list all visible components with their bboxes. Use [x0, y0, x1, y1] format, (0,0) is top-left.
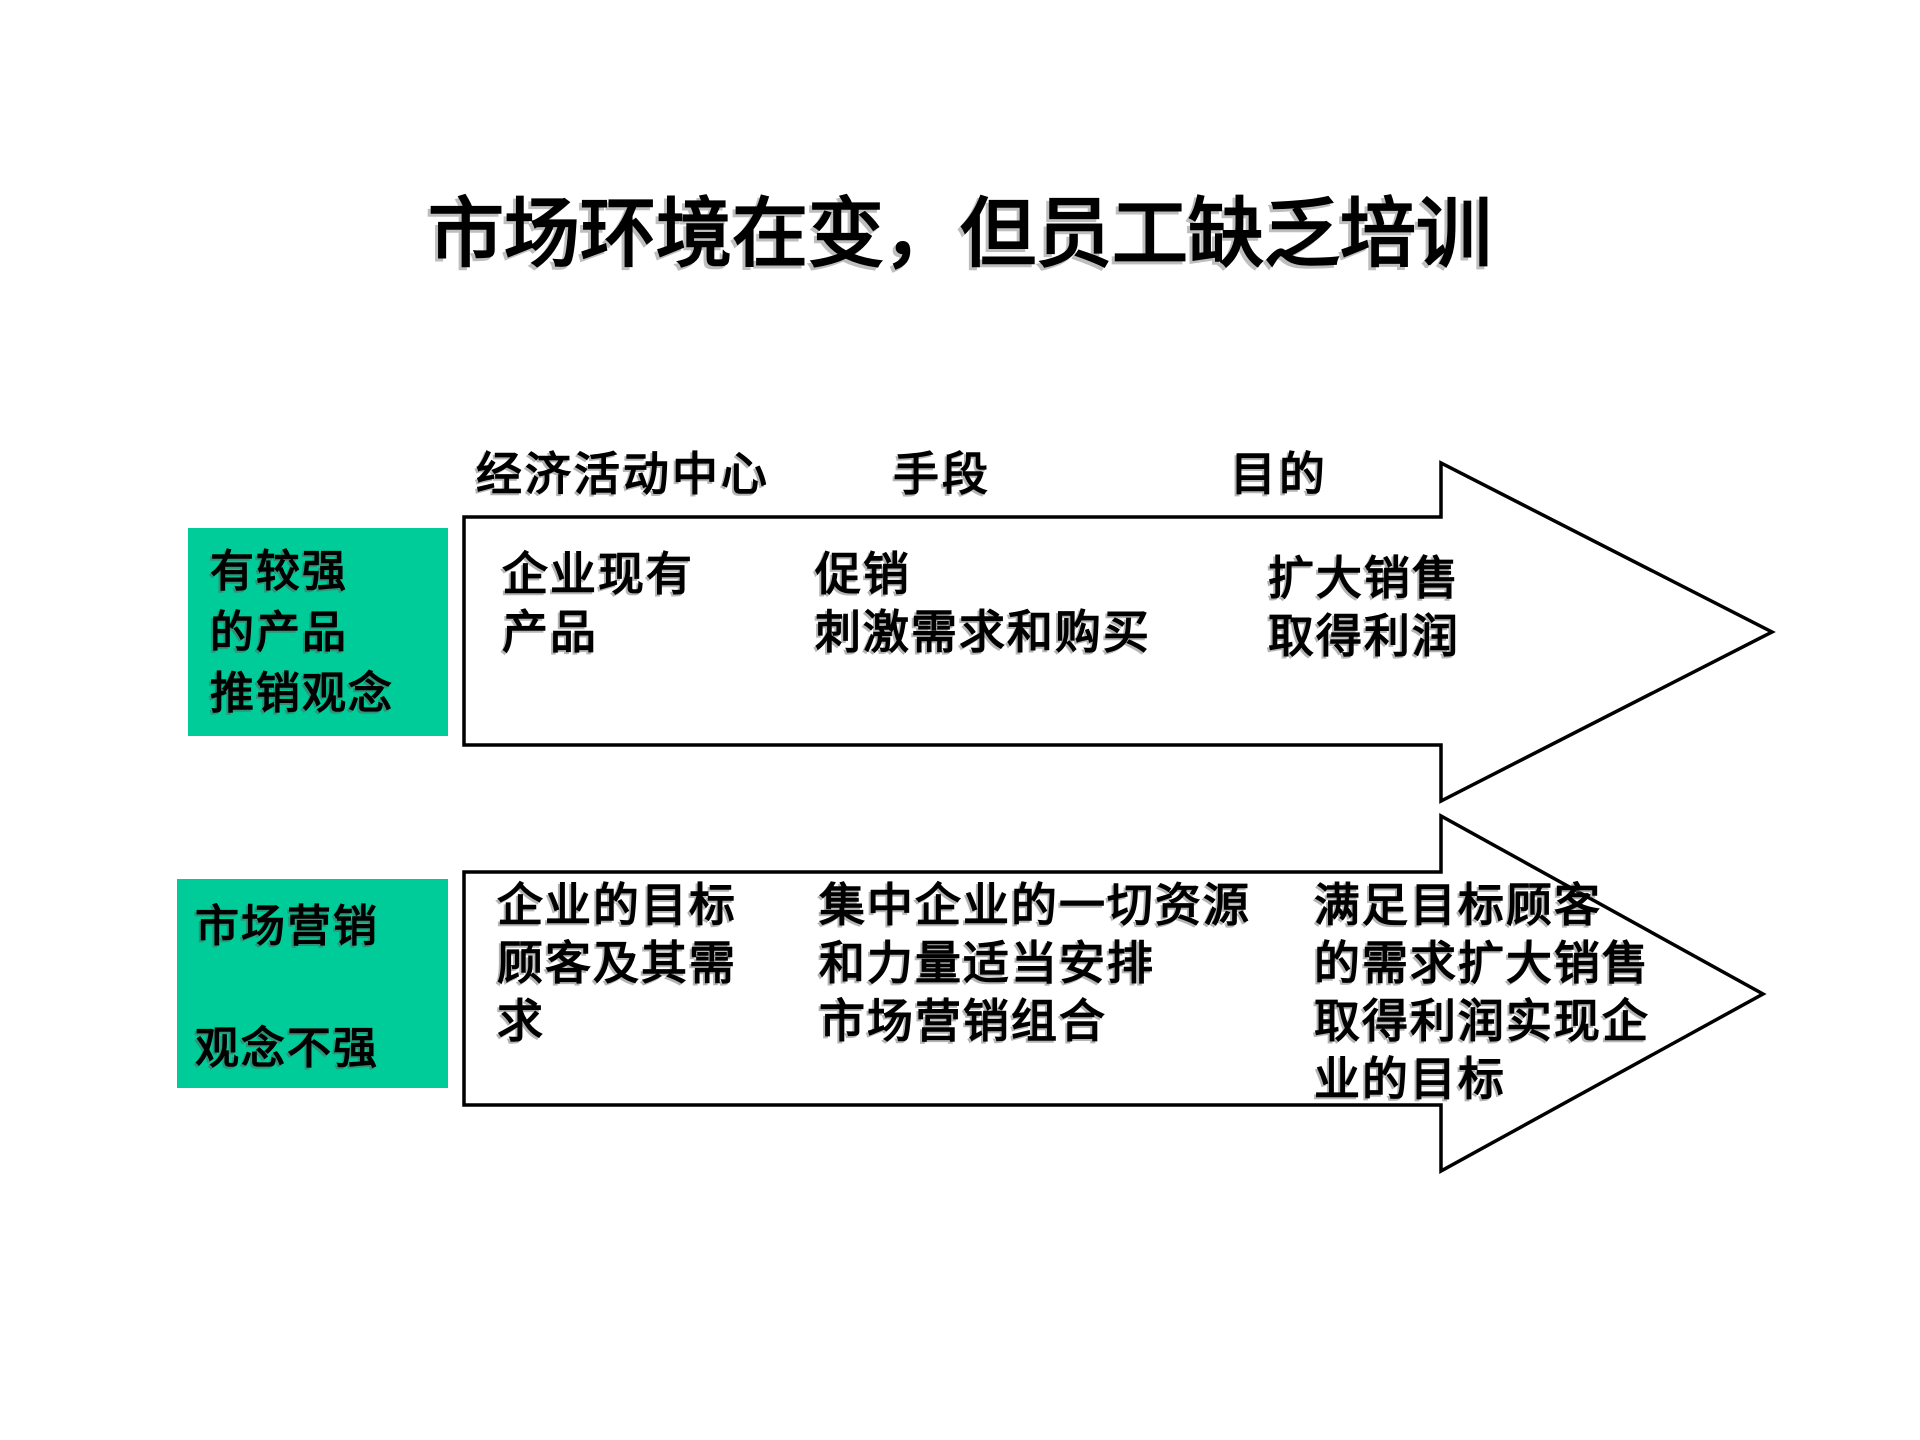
- arrow-1-selling-concept: [462, 460, 1776, 804]
- column-header-economic-center: 经济活动中心: [476, 448, 770, 500]
- row1-cell-economic-center: 企业现有 产品: [502, 548, 694, 658]
- column-header-purpose: 目的: [1230, 448, 1328, 500]
- label-box-selling-concept: [188, 528, 448, 736]
- label-text-selling-concept: 有较强 的产品 推销观念: [210, 547, 394, 718]
- row1-cell-purpose: 扩大销售 取得利润: [1268, 552, 1460, 662]
- row2-cell-purpose: 满足目标顾客 的需求扩大销售 取得利润实现企 业的目标: [1314, 879, 1650, 1105]
- row2-cell-means: 集中企业的一切资源 和力量适当安排 市场营销组合: [819, 879, 1251, 1047]
- label-box-marketing-concept: [177, 879, 448, 1088]
- row1-cell-means: 促销 刺激需求和购买: [815, 548, 1151, 658]
- row2-cell-economic-center: 企业的目标 顾客及其需 求: [497, 879, 737, 1047]
- label-text-marketing-concept: 市场营销 观念不强: [195, 902, 379, 1073]
- column-header-means: 手段: [893, 448, 991, 500]
- arrow-2-marketing-concept: [462, 813, 1767, 1174]
- page-title: 市场环境在变，但员工缺乏培训: [428, 193, 1492, 277]
